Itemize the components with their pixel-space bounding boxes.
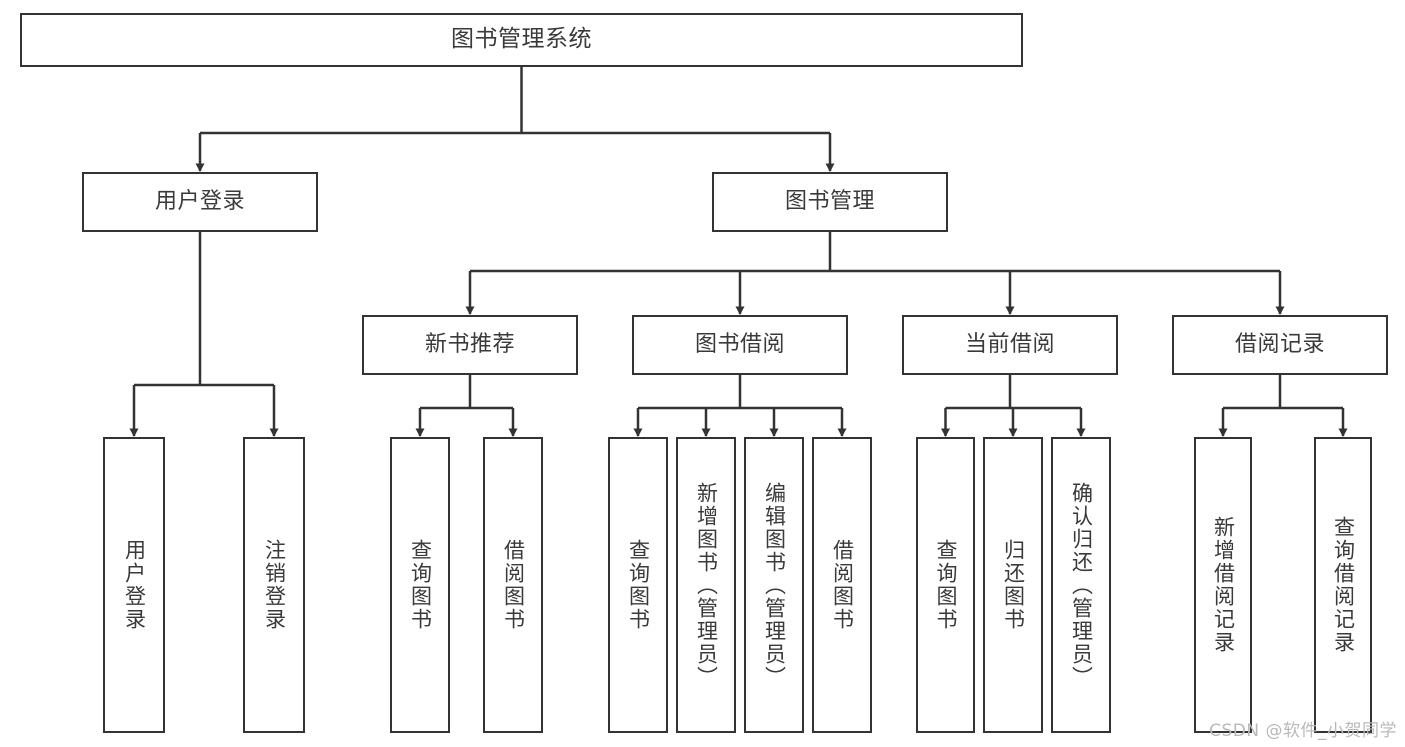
node-label: 新增借阅记录 — [1211, 516, 1236, 654]
node-label: 用户登录 — [122, 539, 147, 631]
node-leaf-query-book-borrow[interactable]: 查询图书 — [608, 437, 668, 733]
node-leaf-borrow-book-rec[interactable]: 借阅图书 — [483, 437, 543, 733]
node-leaf-user-logout[interactable]: 注销登录 — [243, 437, 305, 733]
node-label: 借阅图书 — [830, 539, 855, 631]
node-label: 注销登录 — [262, 539, 287, 631]
node-label: 归还图书 — [1001, 539, 1026, 631]
node-leaf-add-book-admin[interactable]: 新增图书（管理员） — [676, 437, 736, 733]
node-leaf-user-login[interactable]: 用户登录 — [103, 437, 165, 733]
node-label: 查询图书 — [933, 539, 958, 631]
node-label: 新增图书（管理员） — [694, 481, 719, 689]
node-leaf-confirm-return-admin[interactable]: 确认归还（管理员） — [1051, 437, 1111, 733]
node-label: 查询借阅记录 — [1331, 516, 1356, 654]
node-new-book-recommend[interactable]: 新书推荐 — [362, 315, 578, 375]
node-leaf-query-book-current[interactable]: 查询图书 — [916, 437, 975, 733]
node-label: 当前借阅 — [964, 331, 1055, 357]
node-label: 借阅图书 — [501, 539, 526, 631]
node-root-label: 图书管理系统 — [451, 26, 592, 53]
node-label: 查询图书 — [408, 539, 433, 631]
node-label: 图书借阅 — [694, 331, 785, 357]
node-root[interactable]: 图书管理系统 — [20, 13, 1023, 67]
node-label: 图书管理 — [784, 188, 875, 214]
watermark-text: CSDN @软件_小贺同学 — [1209, 721, 1397, 741]
node-leaf-return-book[interactable]: 归还图书 — [983, 437, 1043, 733]
node-label: 用户登录 — [154, 188, 245, 214]
node-book-borrow[interactable]: 图书借阅 — [632, 315, 848, 375]
node-user-login[interactable]: 用户登录 — [82, 172, 318, 232]
node-label: 查询图书 — [626, 539, 651, 631]
node-label: 编辑图书（管理员） — [762, 481, 787, 689]
node-leaf-query-borrow-record[interactable]: 查询借阅记录 — [1314, 437, 1372, 733]
node-book-manage[interactable]: 图书管理 — [712, 172, 948, 232]
node-label: 新书推荐 — [424, 331, 515, 357]
node-leaf-add-borrow-record[interactable]: 新增借阅记录 — [1194, 437, 1252, 733]
node-leaf-borrow-book[interactable]: 借阅图书 — [812, 437, 872, 733]
node-borrow-record[interactable]: 借阅记录 — [1172, 315, 1388, 375]
node-label: 借阅记录 — [1234, 331, 1325, 357]
node-label: 确认归还（管理员） — [1069, 481, 1094, 689]
node-leaf-edit-book-admin[interactable]: 编辑图书（管理员） — [744, 437, 804, 733]
node-leaf-query-book-rec[interactable]: 查询图书 — [390, 437, 450, 733]
node-current-borrow[interactable]: 当前借阅 — [902, 315, 1118, 375]
